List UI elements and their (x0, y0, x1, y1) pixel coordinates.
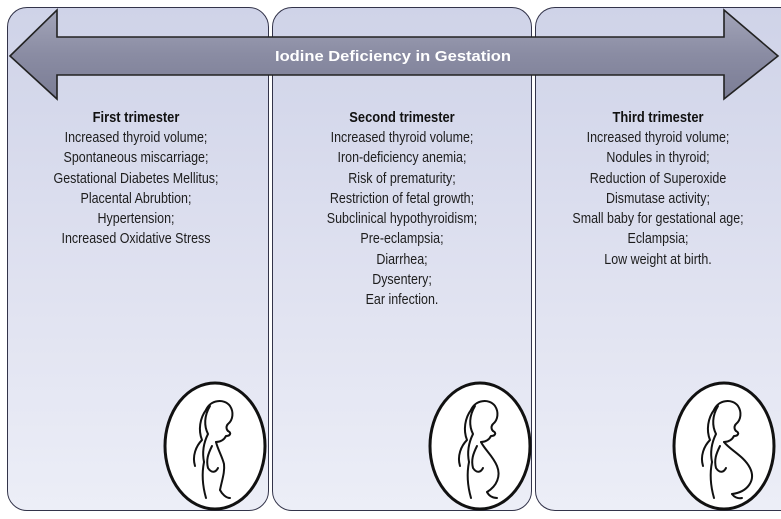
list-item: Dysentery; (290, 270, 514, 290)
list-item: Pre-eclampsia; (290, 229, 514, 249)
list-item: Increased thyroid volume; (550, 128, 767, 148)
list-item: Hypertension; (21, 209, 251, 229)
list-item: Restriction of fetal growth; (290, 189, 514, 209)
list-item: Subclinical hypothyroidism; (290, 209, 514, 229)
list-item: Dismutase activity; (550, 189, 767, 209)
third-trimester-heading: Third trimester (550, 108, 767, 128)
second-trimester-heading: Second trimester (290, 108, 514, 128)
list-item: Nodules in thyroid; (550, 148, 767, 168)
second-trimester-column: Second trimester Increased thyroid volum… (290, 108, 514, 311)
pregnant-woman-icon (670, 380, 778, 512)
first-trimester-column: First trimester Increased thyroid volume… (21, 108, 251, 250)
list-item: Small baby for gestational age; (550, 209, 767, 229)
list-item: Iron-deficiency anemia; (290, 148, 514, 168)
list-item: Diarrhea; (290, 250, 514, 270)
pregnant-woman-icon (162, 380, 268, 512)
list-item: Risk of prematurity; (290, 169, 514, 189)
list-item: Spontaneous miscarriage; (21, 148, 251, 168)
list-item: Placental Abrubtion; (21, 189, 251, 209)
list-item: Increased thyroid volume; (290, 128, 514, 148)
list-item: Increased Oxidative Stress (21, 229, 251, 249)
list-item: Eclampsia; (550, 229, 767, 249)
list-item: Increased thyroid volume; (21, 128, 251, 148)
banner-title: Iodine Deficiency in Gestation (275, 48, 511, 65)
first-trimester-heading: First trimester (21, 108, 251, 128)
banner-double-arrow: Iodine Deficiency in Gestation (0, 0, 781, 110)
list-item: Low weight at birth. (550, 250, 767, 270)
pregnant-woman-icon (427, 380, 533, 512)
list-item: Gestational Diabetes Mellitus; (21, 169, 251, 189)
list-item: Ear infection. (290, 290, 514, 310)
list-item: Reduction of Superoxide (550, 169, 767, 189)
third-trimester-column: Third trimester Increased thyroid volume… (550, 108, 767, 270)
